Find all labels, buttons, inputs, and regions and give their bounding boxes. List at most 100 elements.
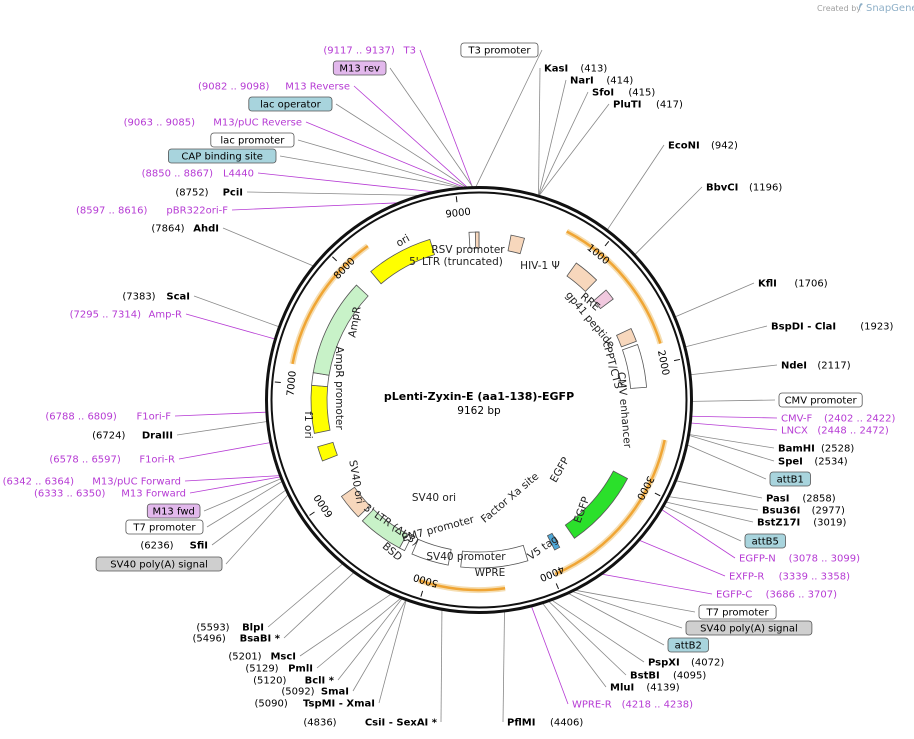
scai-position: (7383) — [122, 292, 155, 303]
leader-line — [634, 186, 703, 256]
feature-label-ampr: AmpR — [346, 306, 363, 339]
leader-line — [475, 49, 543, 188]
kasi-position: (413) — [580, 64, 607, 75]
leader-line — [279, 155, 462, 189]
backbone-inner-ring — [270, 191, 688, 609]
csii-sexai-position: (4836) — [303, 718, 336, 729]
leader-line — [378, 600, 407, 704]
exfp-r-label: EXFP-R — [729, 572, 764, 583]
f1ori-f-position: (6788 .. 6809) — [45, 412, 117, 423]
bcli-label: BclI * — [305, 676, 335, 687]
wpre-r-position: (4218 .. 4238) — [622, 700, 694, 711]
credit-brand: SnapGene — [866, 3, 914, 14]
tick-mark — [604, 241, 610, 247]
leader-line — [691, 415, 778, 419]
m13-forward-position: (6333 .. 6350) — [34, 489, 106, 500]
l4440-position: (8850 .. 8867) — [142, 169, 214, 180]
pspxi-position: (4072) — [691, 658, 724, 669]
attb2-box — [667, 637, 709, 653]
pasi-label: PasI — [766, 494, 789, 505]
t7-promoter-label: T7 promoter — [706, 608, 770, 619]
t7-promoter-label: T7 promoter — [132, 523, 196, 534]
attb5-box — [744, 533, 786, 549]
feature-wpre — [460, 544, 529, 569]
leader-line — [203, 478, 282, 512]
feature-label-factor-xa-site: Factor Xa site — [479, 470, 541, 525]
leader-line — [352, 599, 407, 692]
orf-arc — [291, 244, 369, 365]
leader-line — [174, 411, 267, 417]
lncx-label: LNCX — [781, 426, 808, 437]
sfoi-position: (415) — [628, 88, 655, 99]
l4440-label: L4440 — [223, 169, 254, 180]
bspdi-clai-position: (1923) — [860, 322, 893, 333]
leader-line — [538, 79, 567, 196]
m13-fwd-label: M13 fwd — [152, 507, 194, 518]
csii-sexai-label: CsiI - SexAI * — [365, 718, 438, 729]
leader-line — [601, 573, 713, 595]
bamhi-position: (2528) — [821, 444, 854, 455]
leader-line — [689, 434, 775, 449]
feature-sv40-promoter — [411, 538, 452, 566]
leader-line — [389, 67, 474, 188]
leader-line — [299, 593, 392, 657]
sv40-poly-a-signal-box — [685, 620, 813, 636]
msci-position: (5201) — [228, 652, 261, 663]
bbvci-label: BbvCI — [706, 183, 738, 194]
t3-position: (9117 .. 9137) — [323, 46, 395, 57]
smai-label: SmaI — [321, 687, 349, 698]
tick-mark — [555, 583, 559, 590]
leader-line — [297, 139, 463, 189]
sfii-label: SfiI — [190, 541, 208, 552]
smai-position: (5092) — [281, 687, 314, 698]
ahdi-label: AhdI — [193, 224, 219, 235]
bstz17i-position: (3019) — [813, 518, 846, 529]
tick-label: 3000 — [634, 474, 656, 502]
feature-label-egfp: EGFP — [548, 455, 572, 485]
leader-line — [231, 202, 399, 211]
attb1-label: attB1 — [777, 475, 804, 486]
nari-label: NarI — [570, 76, 594, 87]
m13-fwd-box — [146, 503, 201, 519]
tick-mark — [309, 511, 315, 516]
kfli-label: KflI — [758, 279, 777, 290]
egfp-n-label: EGFP-N — [739, 554, 776, 565]
leader-line — [316, 597, 402, 669]
tick-mark — [673, 358, 681, 362]
leader-line — [538, 103, 610, 196]
feature-arcs — [310, 231, 647, 569]
pmli-position: (5129) — [245, 664, 278, 675]
tick-label: 2000 — [655, 349, 671, 376]
sfoi-label: SfoI — [592, 88, 614, 99]
leader-line — [283, 572, 355, 639]
feature-ampr — [312, 284, 369, 376]
bstbi-label: BstBI — [630, 671, 660, 682]
m13-forward-label: M13 Forward — [121, 489, 186, 500]
leader-line — [663, 505, 742, 542]
leader-line — [606, 144, 665, 231]
cmv-f-label: CMV-F — [781, 414, 812, 425]
feature-cmv-enhancer — [621, 344, 647, 389]
nari-position: (414) — [606, 76, 633, 87]
leader-line — [538, 91, 589, 196]
egfp-c-position: (3686 .. 3707) — [766, 590, 838, 601]
pcii-label: PciI — [223, 188, 243, 199]
t7-promoter-box — [698, 604, 777, 620]
sv40-poly-a-signal-box — [95, 556, 223, 572]
feature-v5-tag — [546, 532, 561, 551]
f1ori-f-label: F1ori-F — [137, 412, 172, 423]
egfp-n-position: (3078 .. 3099) — [789, 554, 861, 565]
tspmi-xmai-position: (5090) — [255, 699, 288, 710]
leader-line — [688, 435, 775, 462]
f1ori-r-position: (6578 .. 6597) — [49, 455, 121, 466]
feature-egfp — [564, 470, 629, 539]
kasi-label: KasI — [544, 64, 568, 75]
lac-operator-box — [248, 96, 333, 112]
wpre-r-label: WPRE-R — [572, 700, 612, 711]
leader-line — [674, 282, 755, 318]
feature-3-ltr-u3 — [340, 486, 371, 518]
msci-label: MscI — [270, 652, 296, 663]
pasi-position: (2858) — [802, 494, 835, 505]
egfp-c-label: EGFP-C — [716, 590, 752, 601]
